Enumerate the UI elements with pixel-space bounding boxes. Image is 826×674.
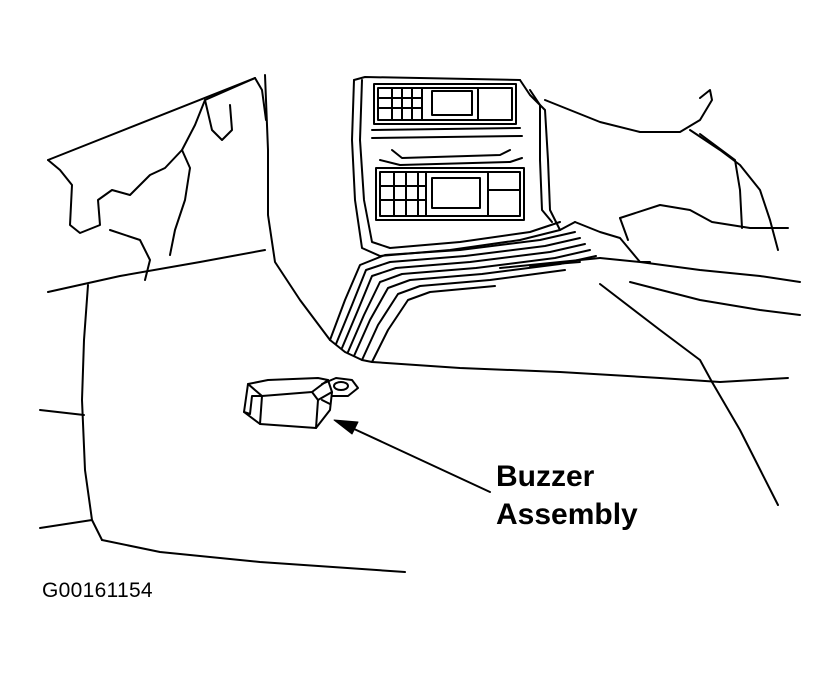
right-dash-panel	[544, 89, 801, 506]
buzzer-assembly-icon	[243, 377, 359, 429]
left-lower-panel	[39, 284, 406, 573]
callout-label-line1: Buzzer	[496, 460, 595, 493]
leader-arrow	[333, 419, 491, 493]
left-dash-panel	[47, 74, 331, 341]
console-ribs	[329, 231, 789, 383]
callout-label-line2: Assembly	[496, 498, 638, 531]
figure-id-label: G00161154	[42, 579, 153, 602]
center-console-housing	[351, 76, 576, 257]
